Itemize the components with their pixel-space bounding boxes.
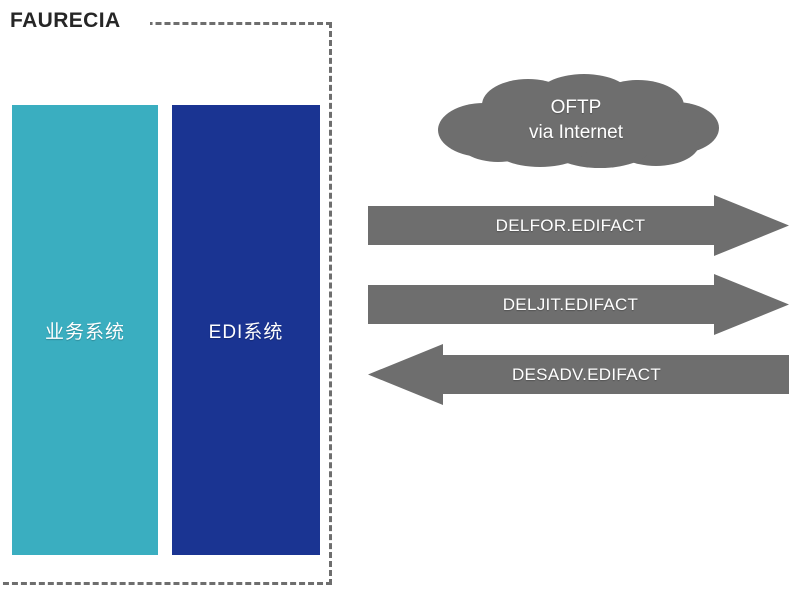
arrow-right-icon — [368, 195, 789, 256]
message-arrow-desadv[interactable]: DESADV.EDIFACT — [368, 344, 789, 406]
business-system-box[interactable]: 业务系统 — [12, 105, 158, 555]
cloud-icon — [438, 74, 719, 168]
edi-system-box[interactable]: EDI系统 — [172, 105, 320, 555]
arrow-right-icon — [368, 274, 789, 335]
message-arrow-deljit[interactable]: DELJIT.EDIFACT — [368, 274, 789, 336]
business-system-label: 业务系统 — [44, 321, 125, 343]
message-arrow-delfor[interactable]: DELFOR.EDIFACT — [368, 195, 789, 257]
edi-system-label: EDI系统 — [208, 321, 284, 343]
boundary-title-mask — [0, 14, 150, 36]
page-title: FAURECIA — [10, 9, 121, 32]
oftp-cloud[interactable]: OFTP via Internet — [432, 72, 720, 168]
arrow-left-icon — [368, 344, 789, 405]
